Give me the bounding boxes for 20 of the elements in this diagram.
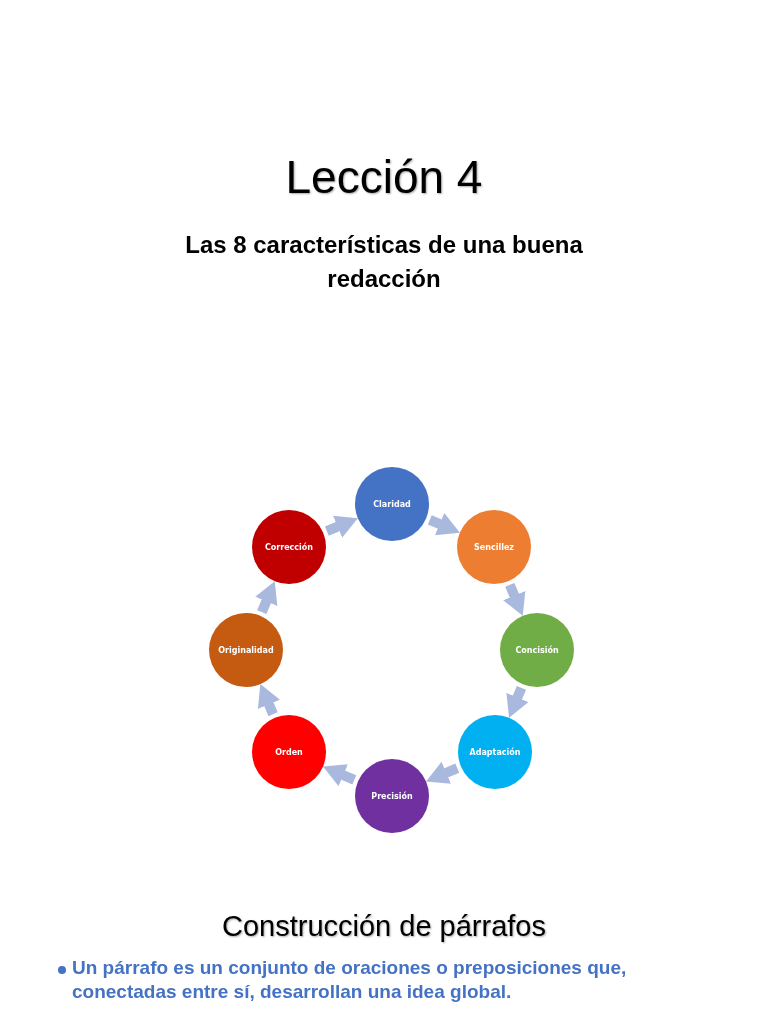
node-label: Originalidad: [218, 645, 274, 655]
block-arrow: [427, 513, 460, 536]
block-arrow: [503, 582, 526, 616]
block-arrow: [506, 686, 529, 718]
block-arrow: [324, 515, 358, 538]
block-arrow: [323, 764, 357, 787]
slide-title: Lección 4: [284, 150, 484, 204]
node-label: Concisión: [515, 645, 559, 655]
node-label: Claridad: [373, 499, 411, 509]
node-label: Orden: [275, 747, 303, 757]
bullet-text: Un párrafo es un conjunto de oraciones o preposiciones que, conectadas entre sí, desarrollan una idea global.: [72, 956, 628, 1004]
node-label: Corrección: [264, 542, 314, 552]
block-arrow: [426, 761, 460, 784]
section-heading: Construcción de párrafos: [221, 910, 547, 943]
block-arrow: [257, 684, 280, 717]
subtitle: Las 8 características de una buena redacción: [184, 230, 584, 294]
node-label: Precisión: [371, 791, 413, 801]
node-label: Sencillez: [474, 542, 514, 552]
block-arrow: [255, 581, 278, 615]
node-label: Adaptación: [469, 747, 521, 757]
